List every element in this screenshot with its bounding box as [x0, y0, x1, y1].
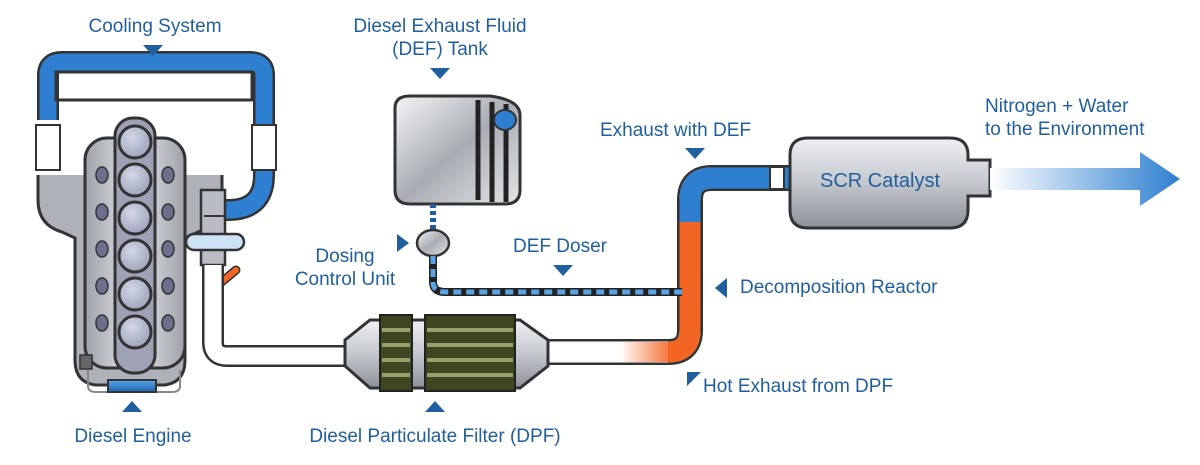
dosing-unit-pointer [397, 234, 409, 252]
exhaust-def-pointer [685, 148, 705, 159]
def-doser-pointer [553, 265, 573, 276]
def-tank-label-line1: Diesel Exhaust Fluid [353, 16, 527, 37]
scr-catalyst-body [788, 136, 992, 230]
output-arrow [990, 152, 1180, 206]
cooling-loop [35, 51, 277, 221]
dpf-label: Diesel Particulate Filter (DPF) [309, 426, 561, 447]
dosing-label-line1: Dosing [315, 246, 375, 267]
nitrogen-label-line2: to the Environment [985, 119, 1145, 140]
decomposition-pointer [715, 278, 727, 298]
cooling-system-label: Cooling System [88, 16, 222, 37]
def-tank-pointer [430, 68, 450, 79]
def-line [415, 204, 682, 296]
scr-catalyst-label: SCR Catalyst [819, 170, 941, 192]
pointer-markers [122, 45, 727, 412]
def-tank-label-line2: (DEF) Tank [392, 39, 488, 60]
engine-block [36, 116, 224, 393]
cooling-system-pointer [143, 45, 163, 56]
decomposition-reactor-label: Decomposition Reactor [740, 277, 938, 298]
diesel-engine-pointer [122, 401, 142, 412]
nitrogen-label-line1: Nitrogen + Water [985, 96, 1129, 117]
dosing-label-line2: Control Unit [294, 269, 396, 290]
def-doser-label: DEF Doser [513, 236, 607, 257]
hot-exhaust-label: Hot Exhaust from DPF [703, 376, 894, 397]
def-tank [393, 94, 522, 206]
dpf-body [343, 314, 550, 392]
dpf-pointer [425, 401, 445, 412]
exhaust-pipe [202, 165, 790, 367]
diesel-engine-label: Diesel Engine [74, 426, 192, 447]
exhaust-with-def-label: Exhaust with DEF [600, 120, 751, 141]
hot-exhaust-pointer [687, 372, 701, 386]
